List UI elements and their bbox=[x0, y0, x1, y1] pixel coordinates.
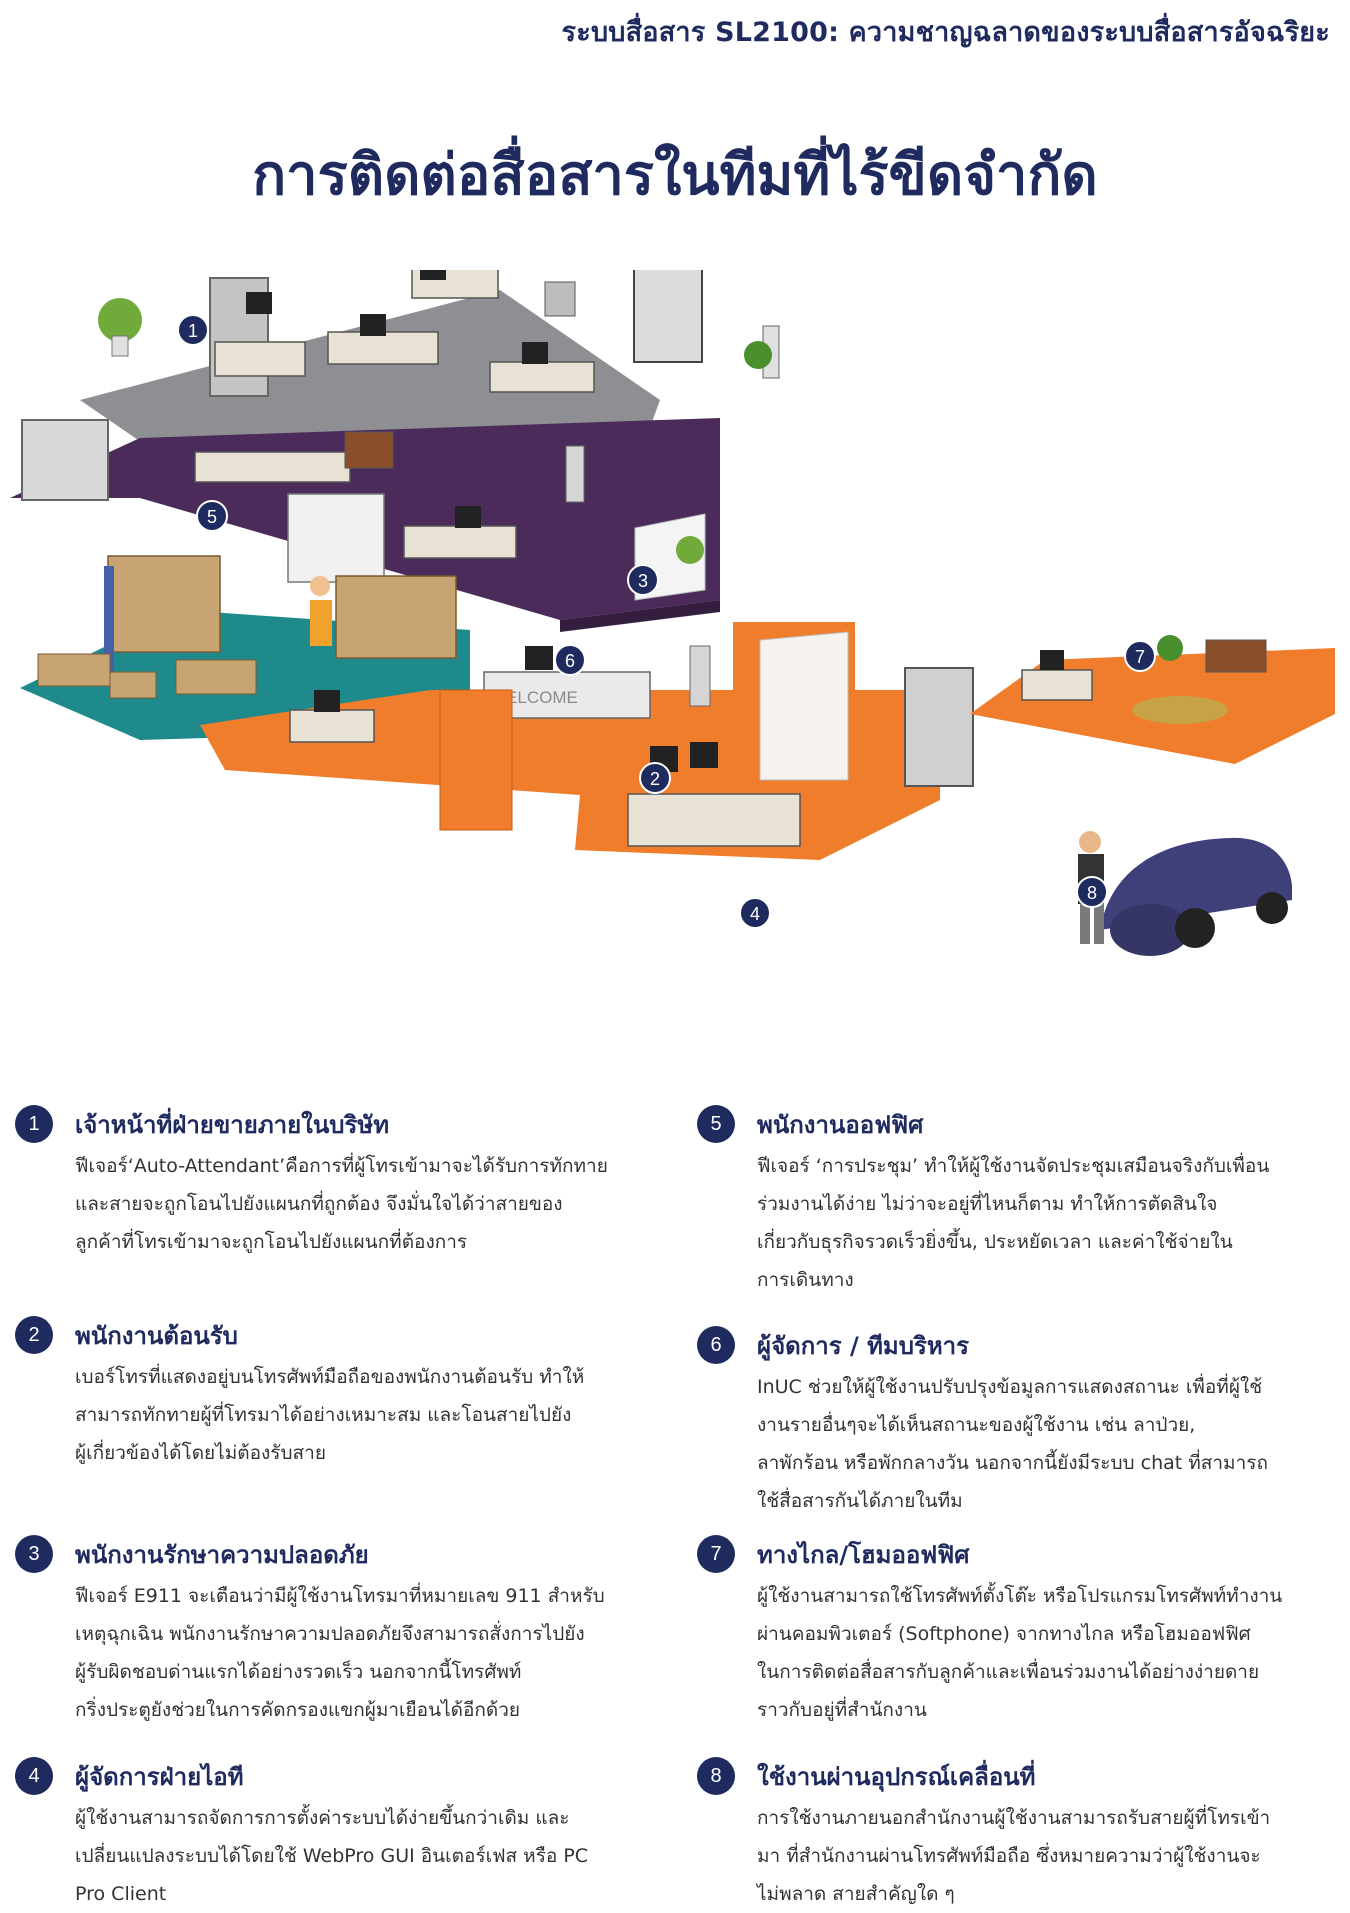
item-2-number-badge: 2 bbox=[15, 1316, 53, 1354]
item-1-title: เจ้าหน้าที่ฝ่ายขายภายในบริษัท bbox=[75, 1111, 390, 1139]
item-7-description: ผู้ใช้งานสามารถใช้โทรศัพท์ตั้งโต๊ะ หรือโ… bbox=[757, 1585, 1283, 1721]
svg-text:3: 3 bbox=[638, 571, 648, 591]
item-8-title: ใช้งานผ่านอุปกรณ์เคลื่อนที่ bbox=[757, 1763, 1036, 1791]
svg-text:7: 7 bbox=[1135, 647, 1145, 667]
item-4-description: ผู้ใช้งานสามารถจัดการการตั้งค่าระบบได้ง่… bbox=[75, 1807, 589, 1905]
marker-3: 3 bbox=[627, 564, 659, 596]
item-8-number-badge: 8 bbox=[697, 1757, 735, 1795]
page-title: การติดต่อสื่อสารในทีมที่ไร้ขีดจำกัด bbox=[252, 143, 1098, 208]
floor-home-office bbox=[970, 635, 1335, 764]
item-7-number-badge: 7 bbox=[697, 1535, 735, 1573]
item-3-description: ฟีเจอร์ E911 จะเตือนว่ามีผู้ใช้งานโทรมาท… bbox=[75, 1585, 605, 1721]
item-5-number-badge: 5 bbox=[697, 1105, 735, 1143]
item-7-title: ทางไกล/โฮมออฟฟิศ bbox=[757, 1541, 970, 1569]
item-8-mobile: 8 ใช้งานผ่านอุปกรณ์เคลื่อนที่ การใช้งานภ… bbox=[697, 1757, 1307, 1913]
svg-text:5: 5 bbox=[207, 507, 217, 527]
marker-1: 1 bbox=[177, 314, 209, 346]
item-3-title: พนักงานรักษาความปลอดภัย bbox=[75, 1541, 369, 1569]
item-6-management: 6 ผู้จัดการ / ทีมบริหาร InUC ช่วยให้ผู้ใ… bbox=[697, 1326, 1307, 1520]
floor-office bbox=[10, 418, 720, 632]
office-illustration: WELCOME bbox=[10, 270, 1335, 956]
item-3-number-badge: 3 bbox=[15, 1535, 53, 1573]
svg-text:2: 2 bbox=[650, 769, 660, 789]
item-1-inside-sales: 1 เจ้าหน้าที่ฝ่ายขายภายในบริษัท ฟีเจอร์‘… bbox=[15, 1105, 625, 1261]
item-5-title: พนักงานออฟฟิศ bbox=[757, 1111, 924, 1139]
marker-5: 5 bbox=[196, 500, 228, 532]
mobile-user-with-car bbox=[1078, 831, 1292, 956]
svg-text:4: 4 bbox=[750, 904, 760, 924]
item-8-description: การใช้งานภายนอกสำนักงานผู้ใช้งานสามารถรั… bbox=[757, 1807, 1271, 1905]
item-2-description: เบอร์โทรที่แสดงอยู่บนโทรศัพท์มือถือของพน… bbox=[75, 1366, 585, 1464]
svg-text:1: 1 bbox=[188, 321, 198, 341]
item-1-description: ฟีเจอร์‘Auto-Attendant’คือการที่ผู้โทรเข… bbox=[75, 1155, 608, 1253]
item-4-number-badge: 4 bbox=[15, 1757, 53, 1795]
item-6-number-badge: 6 bbox=[697, 1326, 735, 1364]
item-2-receptionist: 2 พนักงานต้อนรับ เบอร์โทรที่แสดงอยู่บนโท… bbox=[15, 1316, 625, 1472]
item-3-security: 3 พนักงานรักษาความปลอดภัย ฟีเจอร์ E911 จ… bbox=[15, 1535, 625, 1729]
marker-8: 8 bbox=[1076, 876, 1108, 908]
item-6-title: ผู้จัดการ / ทีมบริหาร bbox=[757, 1332, 970, 1360]
marker-7: 7 bbox=[1124, 640, 1156, 672]
item-7-remote-home-office: 7 ทางไกล/โฮมออฟฟิศ ผู้ใช้งานสามารถใช้โทร… bbox=[697, 1535, 1307, 1729]
item-5-description: ฟีเจอร์ ‘การประชุม’ ทำให้ผู้ใช้งานจัดประ… bbox=[757, 1155, 1270, 1291]
marker-4: 4 bbox=[739, 897, 771, 929]
floor-reception: WELCOME bbox=[200, 622, 974, 860]
scene-markers: 1 2 3 4 5 6 7 bbox=[177, 314, 1156, 929]
page-header: ระบบสื่อสาร SL2100: ความชาญฉลาดของระบบสื… bbox=[561, 17, 1330, 48]
item-6-description: InUC ช่วยให้ผู้ใช้งานปรับปรุงข้อมูลการแส… bbox=[757, 1376, 1268, 1512]
item-2-title: พนักงานต้อนรับ bbox=[75, 1322, 238, 1350]
svg-text:8: 8 bbox=[1087, 883, 1097, 903]
item-4-it-manager: 4 ผู้จัดการฝ่ายไอที ผู้ใช้งานสามารถจัดกา… bbox=[15, 1757, 625, 1913]
item-1-number-badge: 1 bbox=[15, 1105, 53, 1143]
item-4-title: ผู้จัดการฝ่ายไอที bbox=[75, 1763, 244, 1791]
item-5-office-staff: 5 พนักงานออฟฟิศ ฟีเจอร์ ‘การประชุม’ ทำให… bbox=[697, 1105, 1307, 1299]
svg-text:6: 6 bbox=[565, 651, 575, 671]
marker-6: 6 bbox=[554, 644, 586, 676]
marker-2: 2 bbox=[639, 762, 671, 794]
